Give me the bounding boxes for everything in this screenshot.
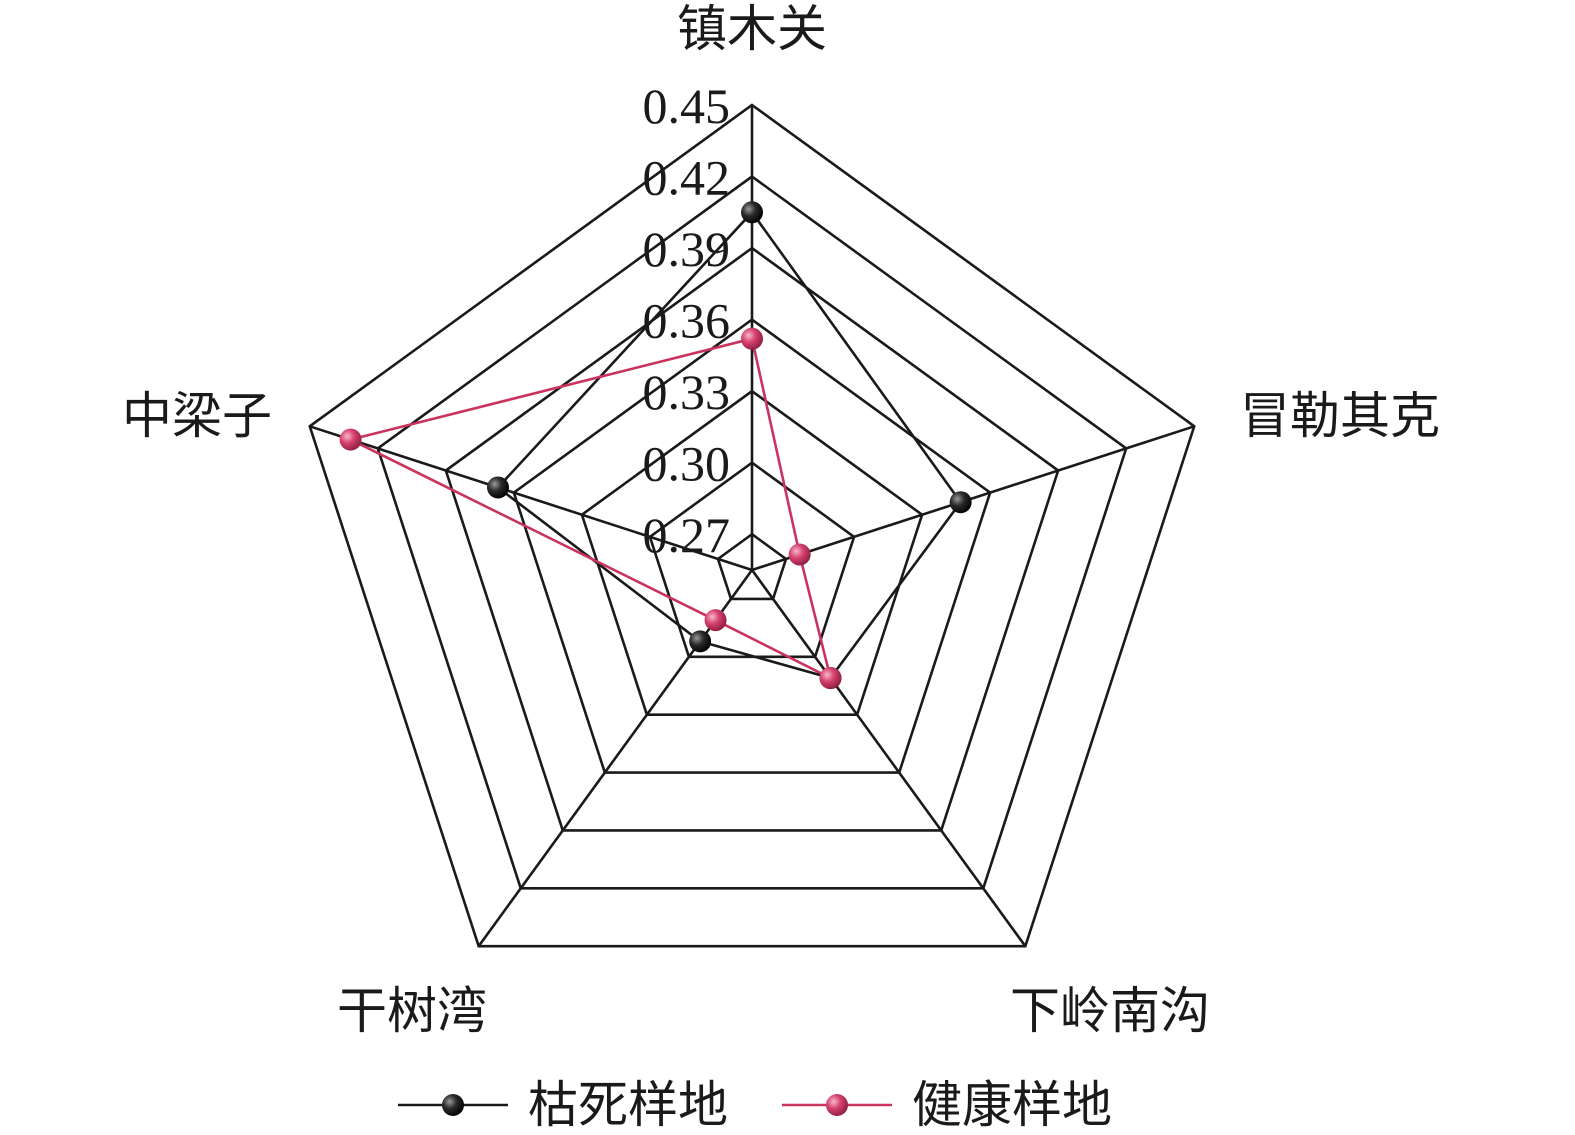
series-1-point-4 xyxy=(339,428,362,451)
tick-label-4: 0.39 xyxy=(643,221,731,277)
category-label-0: 镇木关 xyxy=(677,0,827,58)
tick-label-6: 0.45 xyxy=(643,78,731,134)
legend-marker-1 xyxy=(826,1094,848,1116)
series-0-point-3 xyxy=(689,630,712,653)
legend-item-1: 健康样地 xyxy=(782,1076,1112,1134)
spoke-2 xyxy=(750,569,1027,947)
category-label-3: 干树湾 xyxy=(337,982,487,1040)
legend-label-1: 健康样地 xyxy=(912,1076,1112,1134)
legend-marker-0 xyxy=(442,1094,464,1116)
category-label-1: 冒勒其克 xyxy=(1240,387,1440,445)
grid-ring-3 xyxy=(512,318,992,774)
spoke-4 xyxy=(309,425,753,572)
grid-ring-0 xyxy=(716,532,788,601)
category-label-2: 下岭南沟 xyxy=(1010,982,1210,1040)
radar-spokes xyxy=(309,105,1195,947)
series-1-point-2 xyxy=(819,667,842,690)
grid-ring-2 xyxy=(580,389,924,716)
legend: 枯死样地 健康样地 xyxy=(398,1076,1112,1134)
grid-ring-5 xyxy=(376,174,1128,890)
radar-series xyxy=(339,201,972,690)
series-1-point-3 xyxy=(704,609,727,632)
series-1-point-0 xyxy=(741,327,763,350)
series-1-point-1 xyxy=(788,543,811,566)
category-label-4: 中梁子 xyxy=(122,387,272,445)
radar-grid xyxy=(308,103,1196,948)
tick-label-0: 0.27 xyxy=(643,507,731,563)
legend-item-0: 枯死样地 xyxy=(398,1076,728,1134)
series-1 xyxy=(339,327,842,690)
tick-label-2: 0.33 xyxy=(643,364,731,420)
grid-ring-4 xyxy=(444,246,1060,832)
series-0-point-0 xyxy=(741,201,763,224)
series-line-1 xyxy=(349,337,832,680)
tick-label-3: 0.36 xyxy=(643,293,731,349)
legend-label-0: 枯死样地 xyxy=(528,1076,728,1134)
series-line-0 xyxy=(496,211,962,680)
spoke-1 xyxy=(751,425,1195,572)
tick-label-1: 0.30 xyxy=(643,436,731,492)
tick-label-5: 0.42 xyxy=(643,150,731,206)
series-0-point-4 xyxy=(486,476,509,499)
radial-tick-labels: 0.27 0.30 0.33 0.36 0.39 0.42 0.45 xyxy=(643,78,731,563)
grid-ring-6 xyxy=(308,103,1196,948)
series-0-point-1 xyxy=(949,491,972,514)
